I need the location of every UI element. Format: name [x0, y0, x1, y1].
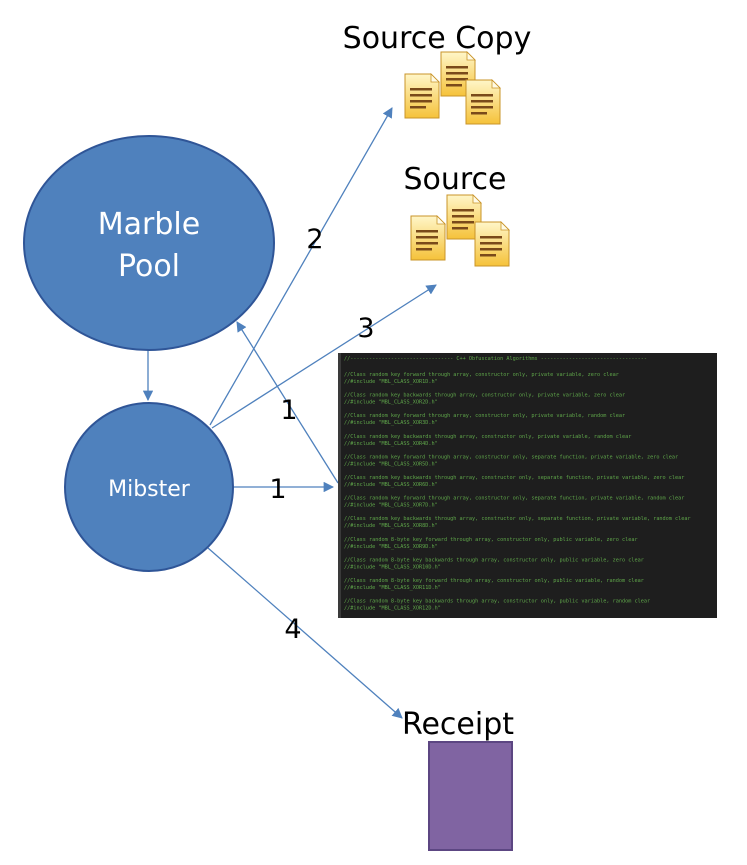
- receipt-node: Receipt: [402, 707, 514, 851]
- receipt-label: Receipt: [402, 707, 514, 742]
- code-line: //#include "MBL_CLASS_XOR7D.h": [344, 503, 438, 509]
- edges: [142, 107, 437, 719]
- code-line: //#include "MBL_CLASS_XOR3D.h": [344, 420, 438, 426]
- documents-icon: [410, 194, 510, 267]
- code-line: //#include "MBL_CLASS_XOR6D.h": [344, 482, 438, 488]
- step-labels: 2 3 1 1 4: [269, 224, 374, 645]
- step-label-2: 2: [306, 224, 323, 255]
- code-line: //#include "MBL_CLASS_XOR1D.h": [344, 379, 438, 385]
- code-line: //Class random 8-byte key backwards thro…: [344, 599, 650, 605]
- code-line: //#include "MBL_CLASS_XOR12D.h": [344, 606, 441, 612]
- code-line: //Class random 8-byte key backwards thro…: [344, 557, 644, 563]
- marble-pool-node: Marble Pool: [23, 135, 275, 351]
- step-label-1-code: 1: [269, 474, 286, 505]
- code-line: //#include "MBL_CLASS_XOR5D.h": [344, 461, 438, 467]
- marble-pool-label-line2: Pool: [118, 249, 180, 284]
- code-line: //Class random key forward through array…: [344, 496, 684, 502]
- code-line: //Class random key backwards through arr…: [344, 393, 625, 399]
- edge-mibster-to-receipt: [207, 547, 403, 719]
- edge-code-to-pool: [236, 321, 339, 484]
- source-copy-label: Source Copy: [343, 21, 532, 56]
- edge-mibster-to-source: [211, 284, 437, 429]
- code-header-line: //--------------------------------- C++ …: [344, 356, 647, 362]
- mibster-node: Mibster: [64, 402, 234, 572]
- code-line: //Class random 8-byte key forward throug…: [344, 537, 638, 543]
- step-label-3: 3: [357, 313, 374, 344]
- step-label-1-pool: 1: [280, 395, 297, 426]
- code-line: //Class random 8-byte key forward throug…: [344, 578, 644, 584]
- code-line: //#include "MBL_CLASS_XOR10D.h": [344, 564, 441, 570]
- code-line: //Class random key forward through array…: [344, 372, 619, 378]
- code-line: //Class random key backwards through arr…: [344, 434, 631, 440]
- code-line: //Class random key backwards through arr…: [344, 475, 684, 481]
- source-label: Source: [403, 162, 506, 197]
- marble-pool-label-line1: Marble: [98, 207, 200, 242]
- code-line: //#include "MBL_CLASS_XOR2D.h": [344, 400, 438, 406]
- code-line: //Class random key forward through array…: [344, 454, 678, 460]
- edge-mibster-to-source-copy: [209, 107, 393, 426]
- documents-icon: [404, 51, 501, 125]
- mibster-label: Mibster: [108, 477, 191, 502]
- source-node: Source: [403, 162, 510, 267]
- code-line: //Class random key forward through array…: [344, 413, 625, 419]
- code-line: //#include "MBL_CLASS_XOR9D.h": [344, 544, 438, 550]
- code-line: //#include "MBL_CLASS_XOR11D.h": [344, 585, 441, 591]
- code-line: //Class random key backwards through arr…: [344, 516, 691, 522]
- code-line: //#include "MBL_CLASS_XOR8D.h": [344, 523, 438, 529]
- code-lines: //--------------------------------- C++ …: [344, 356, 691, 612]
- receipt-icon: [428, 741, 513, 851]
- step-label-4: 4: [284, 614, 301, 645]
- code-line: //#include "MBL_CLASS_XOR4D.h": [344, 441, 438, 447]
- source-copy-node: Source Copy: [343, 21, 532, 125]
- code-window: //--------------------------------- C++ …: [338, 353, 717, 618]
